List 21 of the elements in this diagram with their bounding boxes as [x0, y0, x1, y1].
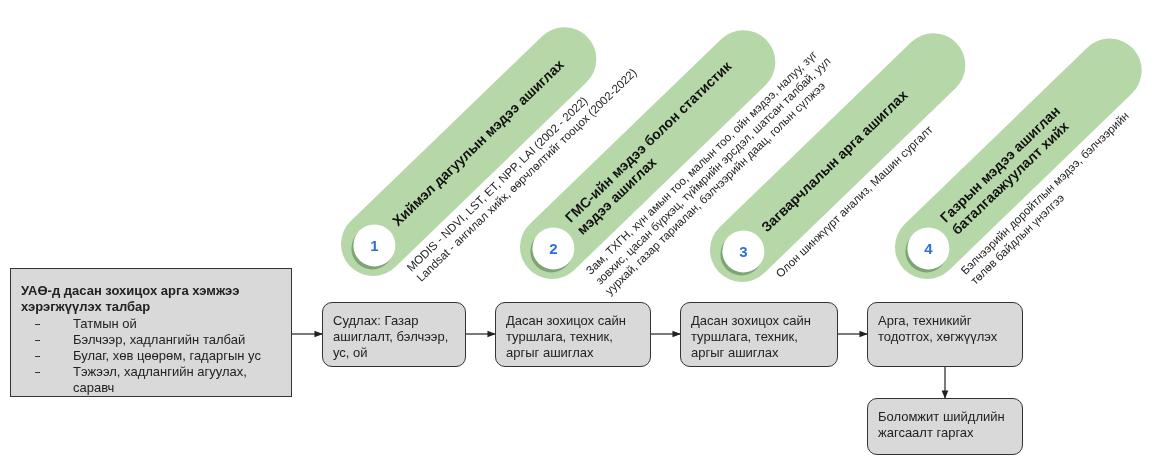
arrow — [291, 330, 323, 338]
list-item: Булаг, хөв цөөрөм, гадаргын ус — [73, 348, 261, 363]
arrow — [650, 330, 681, 338]
arrow — [837, 330, 868, 338]
process-box — [867, 398, 1023, 455]
process-box — [680, 302, 838, 367]
box-text: Арга, техникийг тодотгох, хөгжүүлэх — [878, 313, 999, 345]
process-box — [322, 302, 466, 367]
box-text: Судлах: Газар ашиглалт, бэлчээр, ус, ой — [333, 313, 450, 361]
box-text: Боломжит шийдлийн жагсаалт гаргах — [878, 409, 1006, 441]
process-box — [867, 302, 1023, 367]
box-text: Дасан зохицох сайн туршлага, техник, аргыг ашиглах — [506, 313, 627, 361]
arrow — [465, 330, 496, 338]
area-box — [10, 268, 292, 397]
box-heading: УАӨ-д дасан зохицох арга хэмжээ хэрэгжүүлэх талбар — [21, 283, 241, 315]
process-box — [495, 302, 651, 367]
arrow — [941, 366, 949, 399]
list-item: Бэлчээр, хадлангийн талбай — [73, 332, 246, 347]
box-text: Дасан зохицох сайн туршлага, техник, аргыг ашиглах — [691, 313, 812, 361]
list-item: Татмын ой — [73, 316, 137, 331]
list-item: Тэжээл, хадлангийн агуулах, саравч — [73, 364, 247, 395]
